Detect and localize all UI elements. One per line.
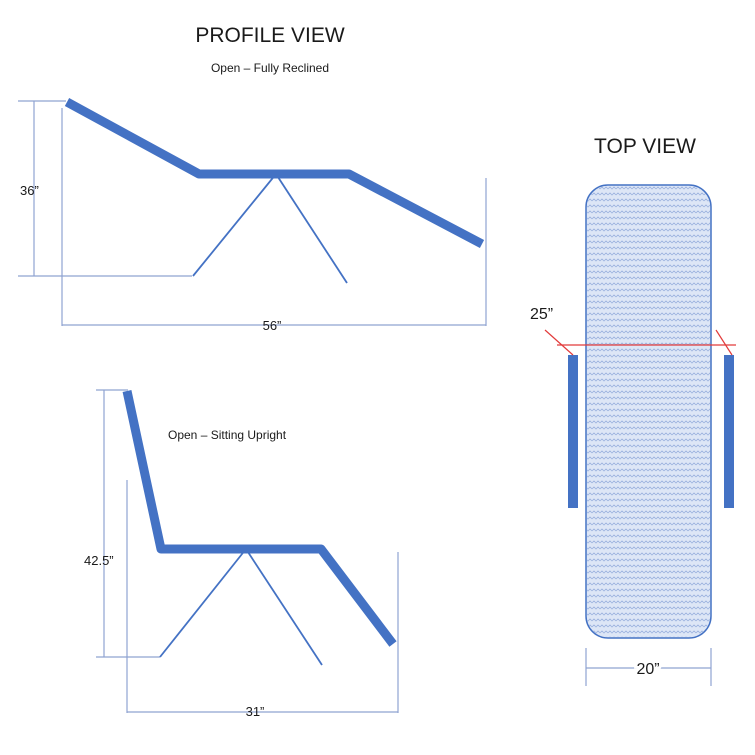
right-armrest [724, 355, 734, 508]
upright-rear-leg [245, 548, 323, 666]
profile-view-title: PROFILE VIEW [195, 24, 345, 47]
upright-height-label: 42.5” [84, 553, 114, 568]
upright-frame [122, 390, 397, 647]
mattress-texture [587, 186, 710, 637]
reclined-length-label: 56” [263, 318, 282, 333]
width-measure-left-tick [544, 329, 574, 356]
left-armrest [568, 355, 578, 508]
top-view-chair: 25” 20” [530, 184, 736, 686]
reclined-chair: 36” 56” [18, 98, 487, 333]
upright-subtitle: Open – Sitting Upright [168, 428, 287, 442]
reclined-subtitle: Open – Fully Reclined [211, 61, 329, 75]
upright-length-label: 31” [246, 704, 265, 719]
reclined-front-leg [192, 173, 277, 277]
reclined-height-label: 36” [20, 183, 39, 198]
upright-front-leg [159, 548, 247, 658]
reclined-rear-leg [275, 173, 348, 284]
bed-width-label: 20” [636, 661, 659, 678]
upright-chair: Open – Sitting Upright 42.5” 31” [84, 389, 399, 719]
width-measure-right-tick [715, 329, 733, 356]
top-view-title: TOP VIEW [594, 135, 696, 158]
overall-width-label: 25” [530, 306, 553, 323]
reclined-frame [64, 98, 485, 248]
